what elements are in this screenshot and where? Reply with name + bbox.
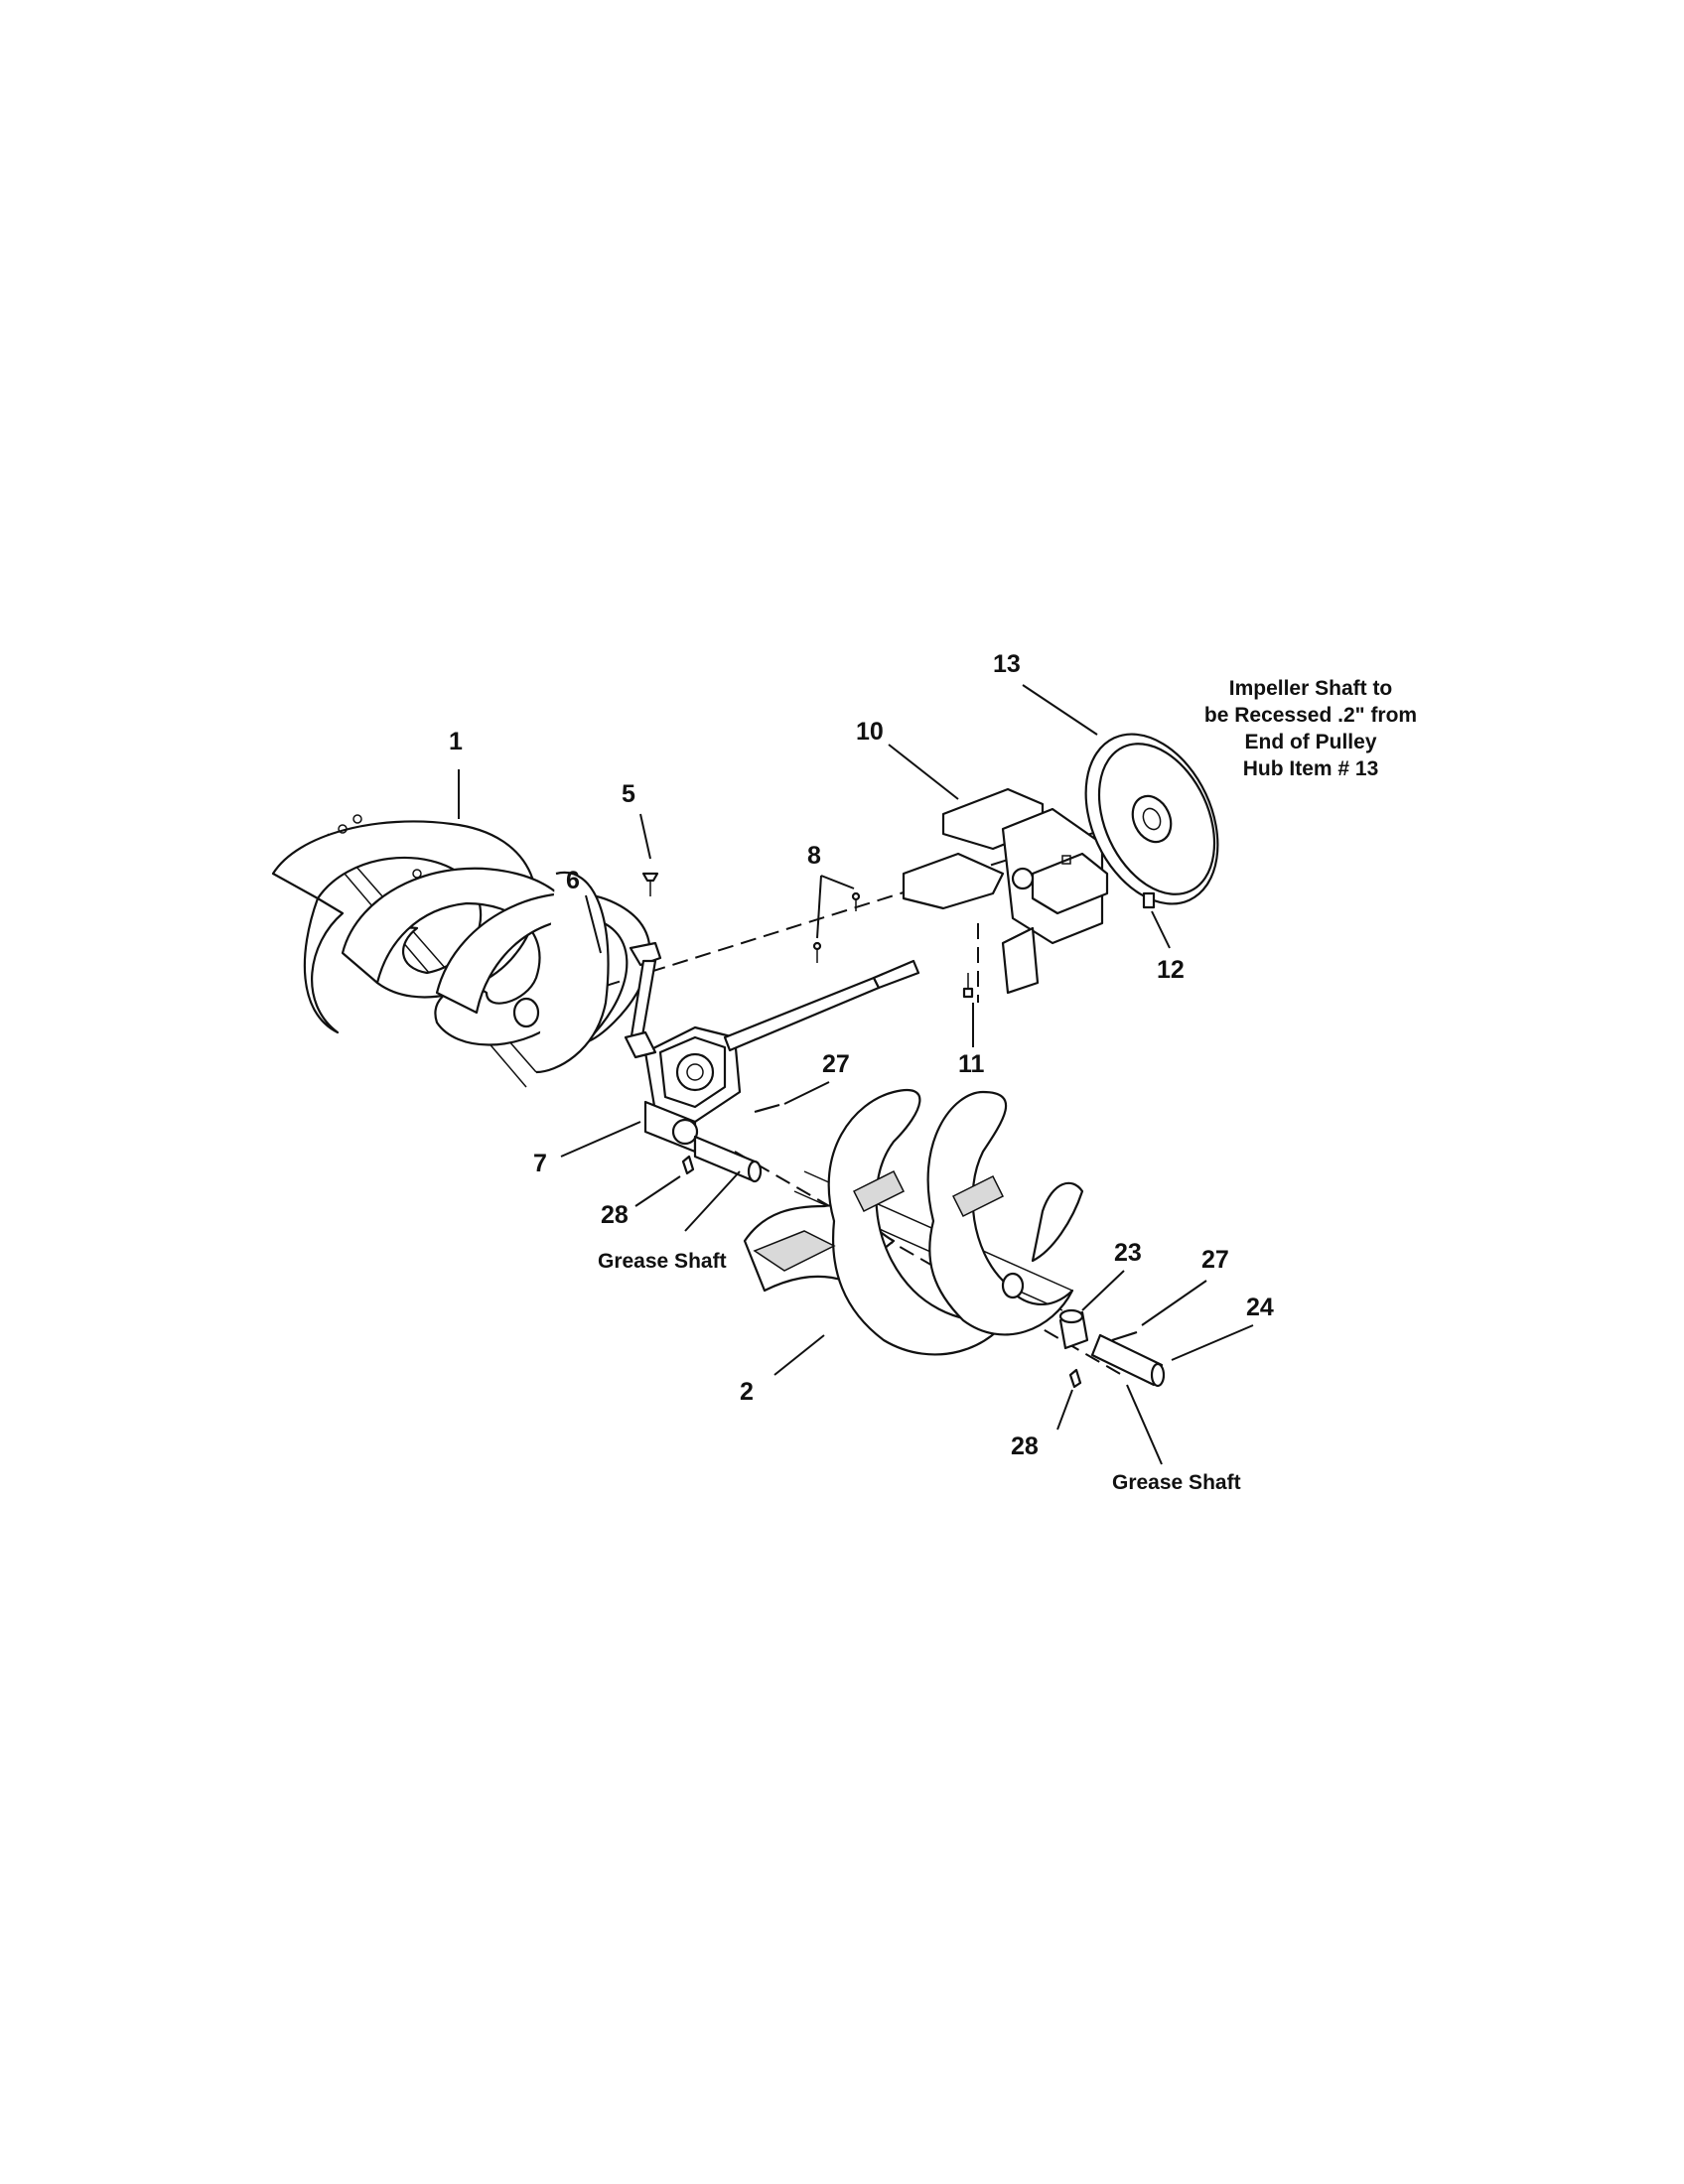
impeller-note-line-2: be Recessed .2" from xyxy=(1204,704,1417,727)
bolt-part-5 xyxy=(641,872,659,896)
setscrew-part-12 xyxy=(1142,891,1156,909)
callout-5: 5 xyxy=(622,780,635,808)
callout-1: 1 xyxy=(449,728,463,755)
leader-lines xyxy=(458,684,1254,1465)
impeller-note-line-4: Hub Item # 13 xyxy=(1243,757,1379,780)
left-auger-part-1 xyxy=(271,814,651,1088)
callout-6: 6 xyxy=(566,867,580,894)
pin-part-27-lower xyxy=(1111,1330,1138,1342)
impeller-note-line-3: End of Pulley xyxy=(1244,731,1376,753)
arm-part-6 xyxy=(624,941,662,1059)
impeller-note-line-1: Impeller Shaft to xyxy=(1229,677,1393,700)
screw-part-11 xyxy=(962,973,974,999)
gearbox-part-7 xyxy=(643,1025,763,1183)
callout-28-upper: 28 xyxy=(601,1201,629,1229)
grease-shaft-label-left: Grease Shaft xyxy=(598,1250,727,1273)
callout-12: 12 xyxy=(1157,956,1185,984)
callout-8: 8 xyxy=(807,842,821,870)
callout-2: 2 xyxy=(740,1378,754,1406)
callout-24: 24 xyxy=(1246,1294,1274,1321)
impeller-part-10 xyxy=(902,787,1109,995)
callout-27-lower: 27 xyxy=(1201,1246,1229,1274)
callout-23: 23 xyxy=(1114,1239,1142,1267)
grease-shaft-label-right: Grease Shaft xyxy=(1112,1471,1241,1494)
pins-part-8 xyxy=(812,891,861,963)
bushing-part-23 xyxy=(1058,1308,1089,1350)
right-auger-part-2 xyxy=(743,1089,1084,1356)
pin-part-27-upper xyxy=(754,1103,780,1114)
fitting-part-28-upper xyxy=(681,1155,695,1175)
fitting-part-28-lower xyxy=(1068,1368,1082,1389)
callout-27-upper: 27 xyxy=(822,1050,850,1078)
callout-11: 11 xyxy=(958,1050,985,1078)
callout-10: 10 xyxy=(856,718,884,746)
impeller-shaft xyxy=(723,959,920,1052)
lower-axis-line xyxy=(734,1151,1123,1376)
pulley-part-13 xyxy=(1084,733,1219,905)
shaft-part-24 xyxy=(1090,1333,1166,1388)
callout-28-lower: 28 xyxy=(1011,1433,1039,1460)
callout-7: 7 xyxy=(533,1150,547,1177)
callout-13: 13 xyxy=(993,650,1021,678)
